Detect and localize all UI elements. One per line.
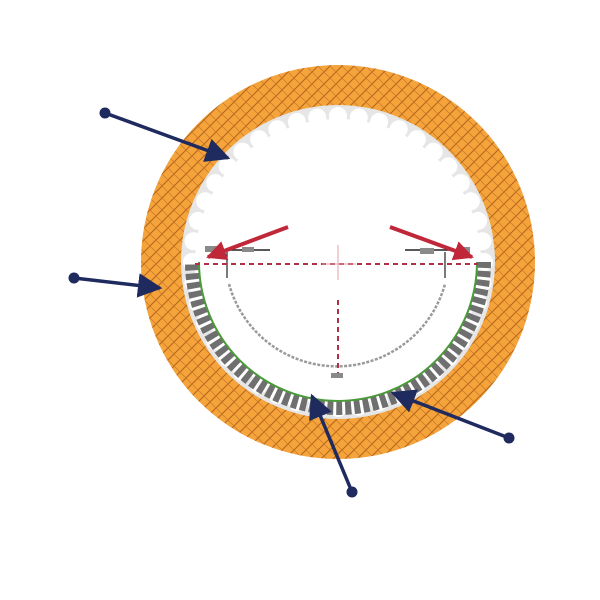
red-arrow-right — [389, 225, 474, 261]
callout-outer-ring — [99, 107, 231, 162]
callout-bottom-band — [309, 393, 358, 498]
callout-right-band — [390, 389, 515, 444]
red-arrow-left — [206, 225, 289, 261]
bottom-center-marker — [331, 373, 343, 378]
callout-liner-left — [68, 272, 163, 298]
